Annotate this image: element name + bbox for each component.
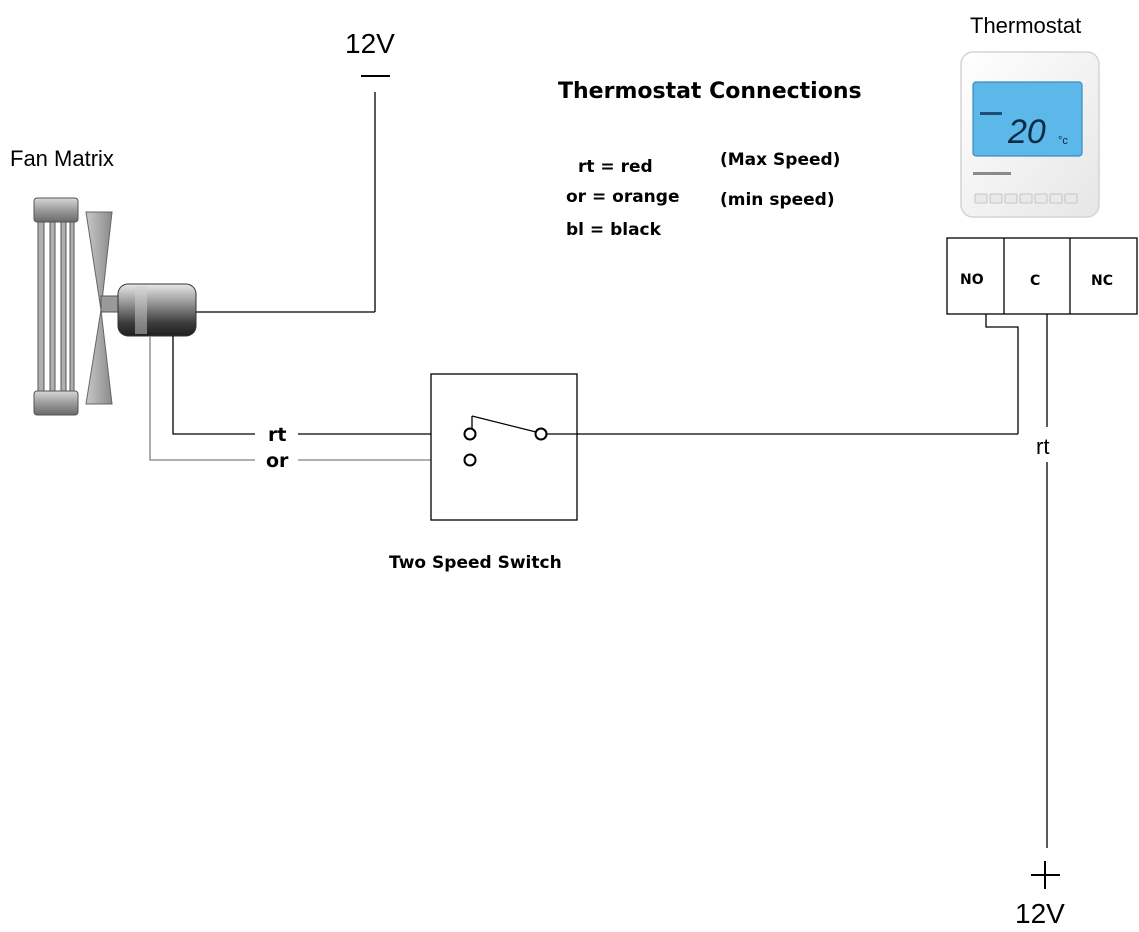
- top-voltage-label: 12V: [345, 28, 395, 59]
- thermostat-temperature: 20: [1007, 113, 1046, 151]
- switch-contact-max: [463, 427, 477, 441]
- fan-blade-icon: [85, 211, 113, 405]
- fan-matrix-radiator: [33, 197, 79, 416]
- thermostat-connections-title: Thermostat Connections: [558, 79, 862, 104]
- switch-contact-min: [463, 453, 477, 467]
- two-speed-switch-caption: Two Speed Switch: [389, 553, 562, 573]
- thermostat-device-icon[interactable]: 20 °c: [960, 51, 1100, 218]
- two-speed-switch[interactable]: [430, 373, 578, 521]
- legend-note-rt: (Max Speed): [720, 150, 840, 170]
- terminal-nc: NC: [1091, 273, 1113, 289]
- terminal-block: [946, 237, 1138, 315]
- legend-item-rt: rt = red: [578, 157, 653, 177]
- right-wire-label-rt: rt: [1036, 434, 1049, 459]
- legend-note-or: (min speed): [720, 190, 835, 210]
- switch-contact-common: [534, 427, 548, 441]
- switch-lever: [471, 415, 537, 433]
- fan-matrix-label: Fan Matrix: [10, 146, 114, 171]
- wire-or-motor: [149, 336, 255, 461]
- legend-item-bl: bl = black: [566, 220, 662, 240]
- wire-no-terminal: [985, 314, 1019, 434]
- bottom-voltage-label: 12V: [1015, 898, 1065, 929]
- thermostat-label: Thermostat: [970, 13, 1081, 38]
- wire-rt-motor: [172, 336, 255, 435]
- terminal-c: C: [1030, 273, 1040, 289]
- wire-label-rt: rt: [268, 424, 286, 446]
- wire-label-or: or: [266, 450, 289, 472]
- terminal-no: NO: [960, 272, 984, 288]
- thermostat-unit: °c: [1058, 135, 1068, 147]
- fan-motor: [100, 283, 197, 337]
- legend-item-or: or = orange: [566, 187, 679, 207]
